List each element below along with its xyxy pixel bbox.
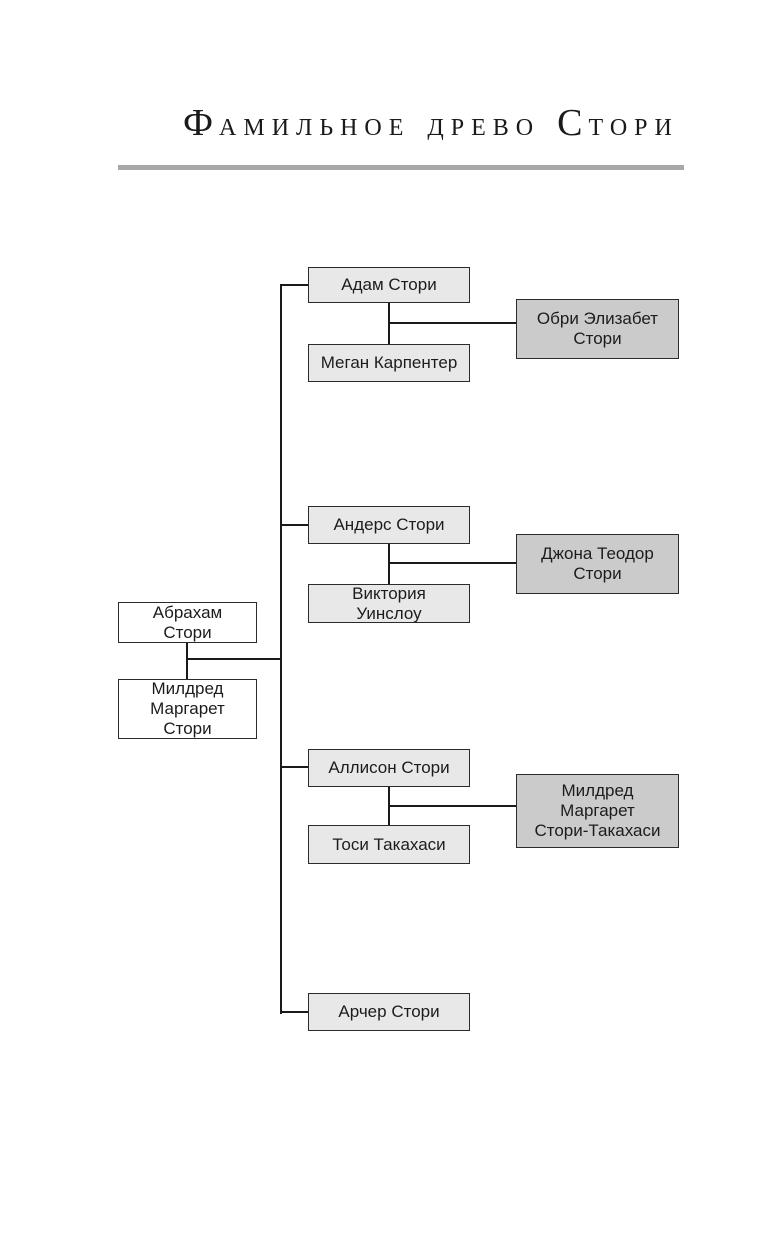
title-divider-rule (118, 165, 684, 170)
person-box-anders: Андерс Стори (308, 506, 470, 544)
connector-parents-to-spine (186, 658, 281, 660)
connector-sibling-spine (280, 284, 282, 1014)
person-name: Абрахам Стори (152, 602, 223, 642)
person-name: Меган Карпентер (320, 353, 458, 372)
connector-anders-victoria (388, 544, 390, 584)
person-box-mildred-takahashi: Милдред Маргарет Стори-Такахаси (516, 774, 679, 848)
title-word-3: ТОРИ (588, 115, 679, 141)
connector-to-jonah (389, 562, 516, 564)
title-word-2: ДРЕВО (427, 115, 541, 141)
person-box-victoria: Виктория Уинслоу (308, 584, 470, 623)
person-box-jonah: Джона Теодор Стори (516, 534, 679, 594)
title-initial-2: С (557, 102, 589, 144)
person-name: Адам Стори (341, 275, 437, 294)
person-box-abraham: Абрахам Стори (118, 602, 257, 643)
title-initial-1: Ф (183, 102, 220, 144)
person-box-adam: Адам Стори (308, 267, 470, 303)
connector-to-aubrey (389, 322, 516, 324)
connector-to-mildred-takahashi (389, 805, 516, 807)
connector-spine-to-allison (280, 766, 308, 768)
person-name: Обри Элизабет Стори (536, 309, 659, 348)
connector-spine-to-archer (280, 1011, 308, 1013)
person-box-aubrey: Обри Элизабет Стори (516, 299, 679, 359)
person-box-mildred: Милдред Маргарет Стори (118, 679, 257, 739)
person-name: Андерс Стори (333, 515, 445, 534)
person-box-allison: Аллисон Стори (308, 749, 470, 787)
person-name: Джона Теодор Стори (541, 544, 654, 583)
connector-spine-to-anders (280, 524, 308, 526)
person-box-megan: Меган Карпентер (308, 344, 470, 382)
connector-spine-to-adam (280, 284, 308, 286)
connector-abraham-mildred (186, 643, 188, 679)
person-box-toshi: Тоси Такахаси (308, 825, 470, 864)
person-name: Милдред Маргарет Стори (150, 679, 225, 738)
person-name: Тоси Такахаси (332, 834, 446, 854)
person-name: Аллисон Стори (328, 758, 450, 777)
title-word-1: АМИЛЬНОЕ (219, 115, 411, 141)
person-name: Арчер Стори (338, 1002, 440, 1021)
person-name: Милдред Маргарет Стори-Такахаси (534, 781, 661, 840)
person-name: Виктория Уинслоу (352, 583, 426, 623)
person-box-archer: Арчер Стори (308, 993, 470, 1031)
